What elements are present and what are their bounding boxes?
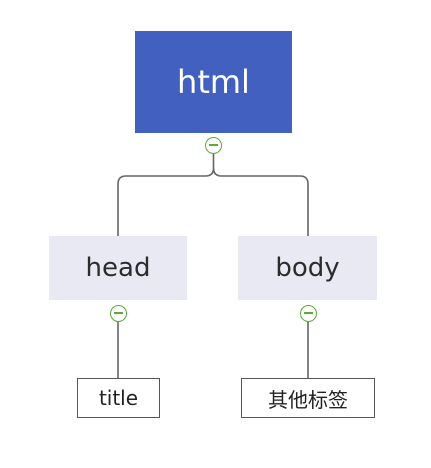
node-html[interactable]: html — [135, 31, 292, 133]
node-head[interactable]: head — [49, 236, 187, 300]
node-head-label: head — [85, 253, 151, 283]
connector-root-to-children — [117, 154, 309, 236]
node-title-label: title — [98, 386, 139, 410]
collapse-minus-icon[interactable] — [300, 305, 317, 322]
node-body-label: body — [275, 253, 340, 283]
node-html-label: html — [177, 63, 250, 101]
collapse-minus-icon[interactable] — [205, 137, 222, 154]
node-body[interactable]: body — [238, 236, 377, 300]
node-other-tags-label: 其他标签 — [268, 387, 348, 412]
collapse-minus-icon[interactable] — [110, 305, 127, 322]
node-other-tags[interactable]: 其他标签 — [241, 378, 375, 418]
node-title[interactable]: title — [77, 378, 160, 418]
